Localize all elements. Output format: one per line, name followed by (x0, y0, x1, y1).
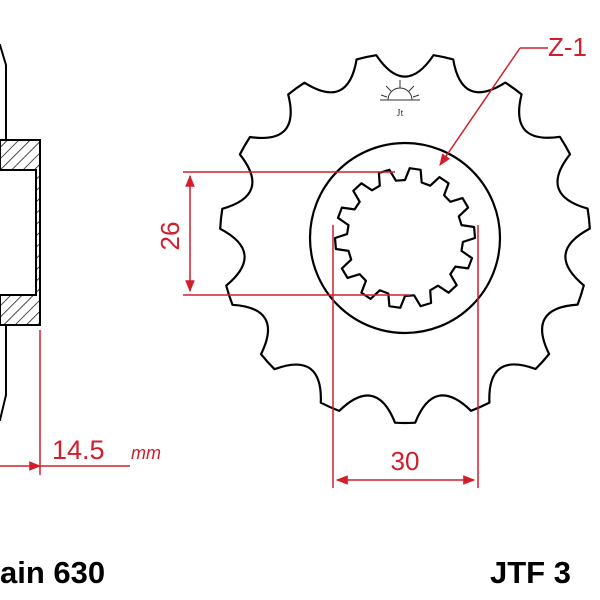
width-value: 30 (391, 446, 420, 476)
side-profile-bore (0, 169, 37, 296)
side-profile-bottom-band (0, 324, 7, 421)
spline-width-dimension: 30 (332, 225, 479, 488)
teeth-count-callout: Z-1 (439, 32, 587, 166)
teeth-count-label: Z-1 (548, 32, 587, 62)
spline-bore (333, 167, 477, 309)
offset-unit: mm (131, 443, 161, 463)
offset-value: 14.5 (52, 435, 105, 465)
svg-text:Jt: Jt (397, 108, 404, 119)
sprocket-front-view: Jt (219, 54, 591, 425)
chain-caption: ain 630 (0, 555, 105, 590)
jt-sunrise-logo-icon: Jt (380, 80, 420, 119)
spline-height-dimension: 26 (155, 171, 410, 296)
side-profile-top-band (0, 44, 7, 141)
height-value: 26 (155, 222, 185, 251)
part-number-caption: JTF 3 (490, 555, 571, 590)
side-profile: 14.5 mm (0, 44, 161, 475)
teeth-leader-arrow (439, 47, 521, 166)
